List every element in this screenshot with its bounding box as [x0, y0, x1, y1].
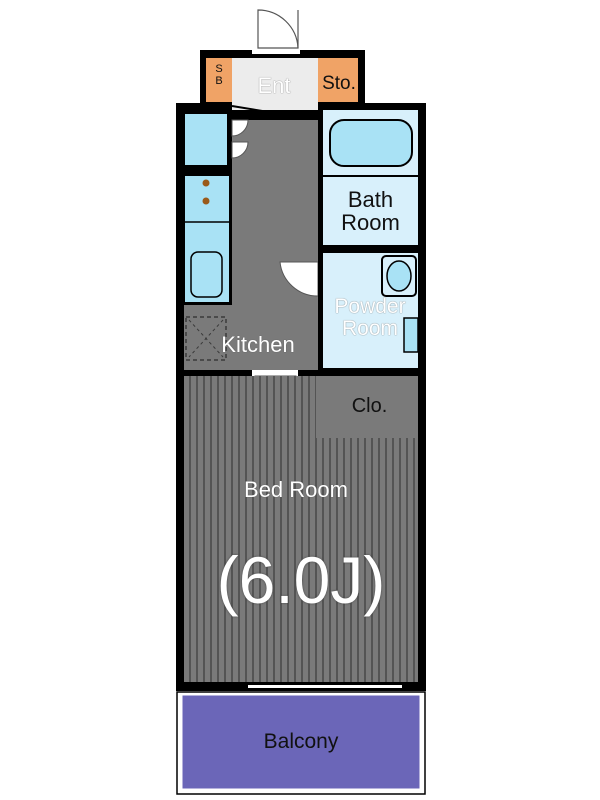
closet-label: Clo.: [351, 395, 388, 417]
powder-room-label: Powder Room: [334, 295, 406, 341]
bed-room-label: Bed Room: [244, 477, 348, 502]
balcony-railing: [176, 691, 426, 795]
shoe-box-label: S B: [215, 63, 223, 87]
bath-room-label: Bath Room: [341, 187, 400, 236]
entrance-floor: [232, 58, 318, 110]
stove-burner: [202, 197, 210, 205]
toilet-bowl: [386, 260, 412, 292]
bed-room-flooring: [184, 438, 418, 682]
cabinet-door: [231, 141, 249, 159]
balcony-floor: [181, 694, 421, 790]
bed-room-flooring: [184, 376, 316, 438]
wash-basin: [403, 317, 419, 353]
window-sash: [248, 685, 408, 688]
powder-room-door: [279, 261, 319, 297]
storage-label: Sto.: [322, 73, 356, 94]
storage-room: [318, 58, 358, 102]
entrance-label: Ent: [257, 73, 291, 98]
bed-room-size-label: (6.0J): [216, 543, 386, 617]
refrigerator: [183, 112, 229, 167]
kitchen-sink: [190, 251, 223, 298]
shoe-box: [206, 58, 232, 102]
kitchen-label: Kitchen: [221, 332, 295, 357]
stove-burner: [202, 179, 210, 187]
cabinet-door: [231, 119, 249, 137]
bathtub: [329, 119, 413, 167]
entry-door: [252, 9, 300, 54]
balcony-label: Balcony: [263, 730, 339, 753]
interior-wall: [318, 106, 323, 368]
interior-wall: [176, 370, 426, 376]
